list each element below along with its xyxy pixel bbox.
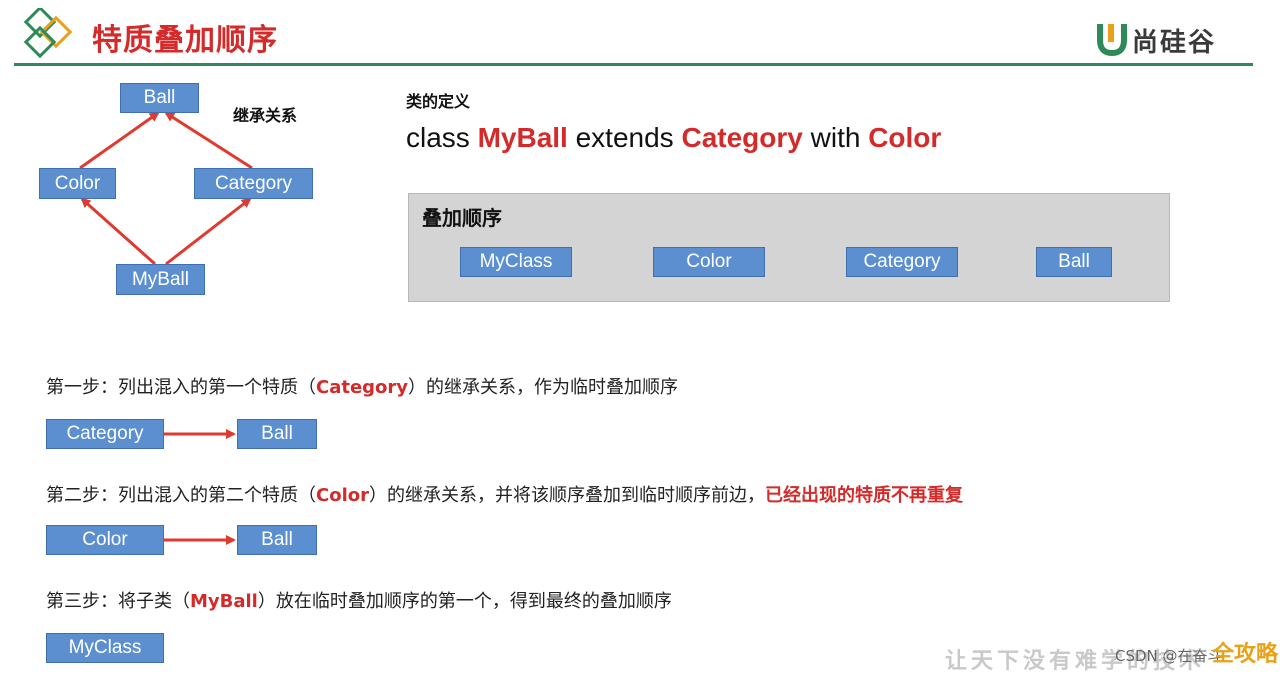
step-1-suffix: ）的继承关系，作为临时叠加顺序 (408, 377, 679, 398)
node-ball: Ball (120, 83, 199, 113)
diamond-logo-icon (23, 8, 73, 59)
mixin-trait: Color (868, 122, 942, 153)
step-2-chain-ball: Ball (237, 525, 317, 555)
step-1-trait: Category (316, 377, 409, 398)
step-3-trait: MyBall (190, 591, 258, 612)
with-keyword: with (802, 122, 869, 153)
order-item-ball: Ball (1036, 247, 1112, 277)
step-2-chain-color: Color (46, 525, 164, 555)
arrow-myball-to-color (80, 197, 156, 266)
step-2-emphasis: 已经出现的特质不再重复 (765, 485, 963, 506)
class-keyword: class (406, 122, 478, 153)
order-panel-title: 叠加顺序 (422, 206, 502, 230)
order-item-category: Category (846, 247, 958, 277)
step-1-chain-category: Category (46, 419, 164, 449)
step-3-chain-myclass: MyClass (46, 633, 164, 663)
class-name: MyBall (477, 122, 568, 153)
step-1-prefix: 第一步：列出混入的第一个特质（ (46, 377, 316, 398)
step-2-text: 第二步：列出混入的第二个特质（Color）的继承关系，并将该顺序叠加到临时顺序前… (46, 481, 963, 507)
extends-keyword: extends (567, 122, 682, 153)
step-2-suffix: ）的继承关系，并将该顺序叠加到临时顺序前边， (369, 485, 765, 506)
diagram-label: 继承关系 (233, 106, 298, 125)
node-category: Category (194, 168, 313, 199)
arrow-category-to-ball (164, 111, 253, 170)
order-item-color: Color (653, 247, 765, 277)
arrow-myball-to-category (165, 197, 252, 266)
corner-badge: 全攻略 (1212, 642, 1279, 667)
step-3-prefix: 第三步：将子类（ (46, 591, 190, 612)
step-3-text: 第三步：将子类（MyBall）放在临时叠加顺序的第一个，得到最终的叠加顺序 (46, 587, 672, 613)
csdn-credit: CSDN @在奋斗 (1115, 647, 1223, 665)
page-title: 特质叠加顺序 (92, 23, 278, 58)
step-1-chain-ball: Ball (237, 419, 317, 449)
brand-logo: 尚硅谷 (1132, 28, 1217, 58)
step-2-trait: Color (316, 485, 369, 506)
step-1-text: 第一步：列出混入的第一个特质（Category）的继承关系，作为临时叠加顺序 (46, 373, 678, 399)
step-2-prefix: 第二步：列出混入的第二个特质（ (46, 485, 316, 506)
arrow-color-to-ball (79, 111, 160, 170)
definition-label: 类的定义 (406, 92, 471, 111)
watermark: 让天下没有难学的技术 (945, 649, 1206, 674)
header-divider (14, 63, 1253, 66)
node-myball: MyBall (116, 264, 205, 295)
node-color: Color (39, 168, 116, 199)
brand-u-icon (1097, 24, 1127, 56)
parent-trait: Category (681, 122, 803, 153)
order-item-myclass: MyClass (460, 247, 572, 277)
class-definition: class MyBall extends Category with Color (406, 122, 941, 154)
step-3-suffix: ）放在临时叠加顺序的第一个，得到最终的叠加顺序 (257, 591, 672, 612)
